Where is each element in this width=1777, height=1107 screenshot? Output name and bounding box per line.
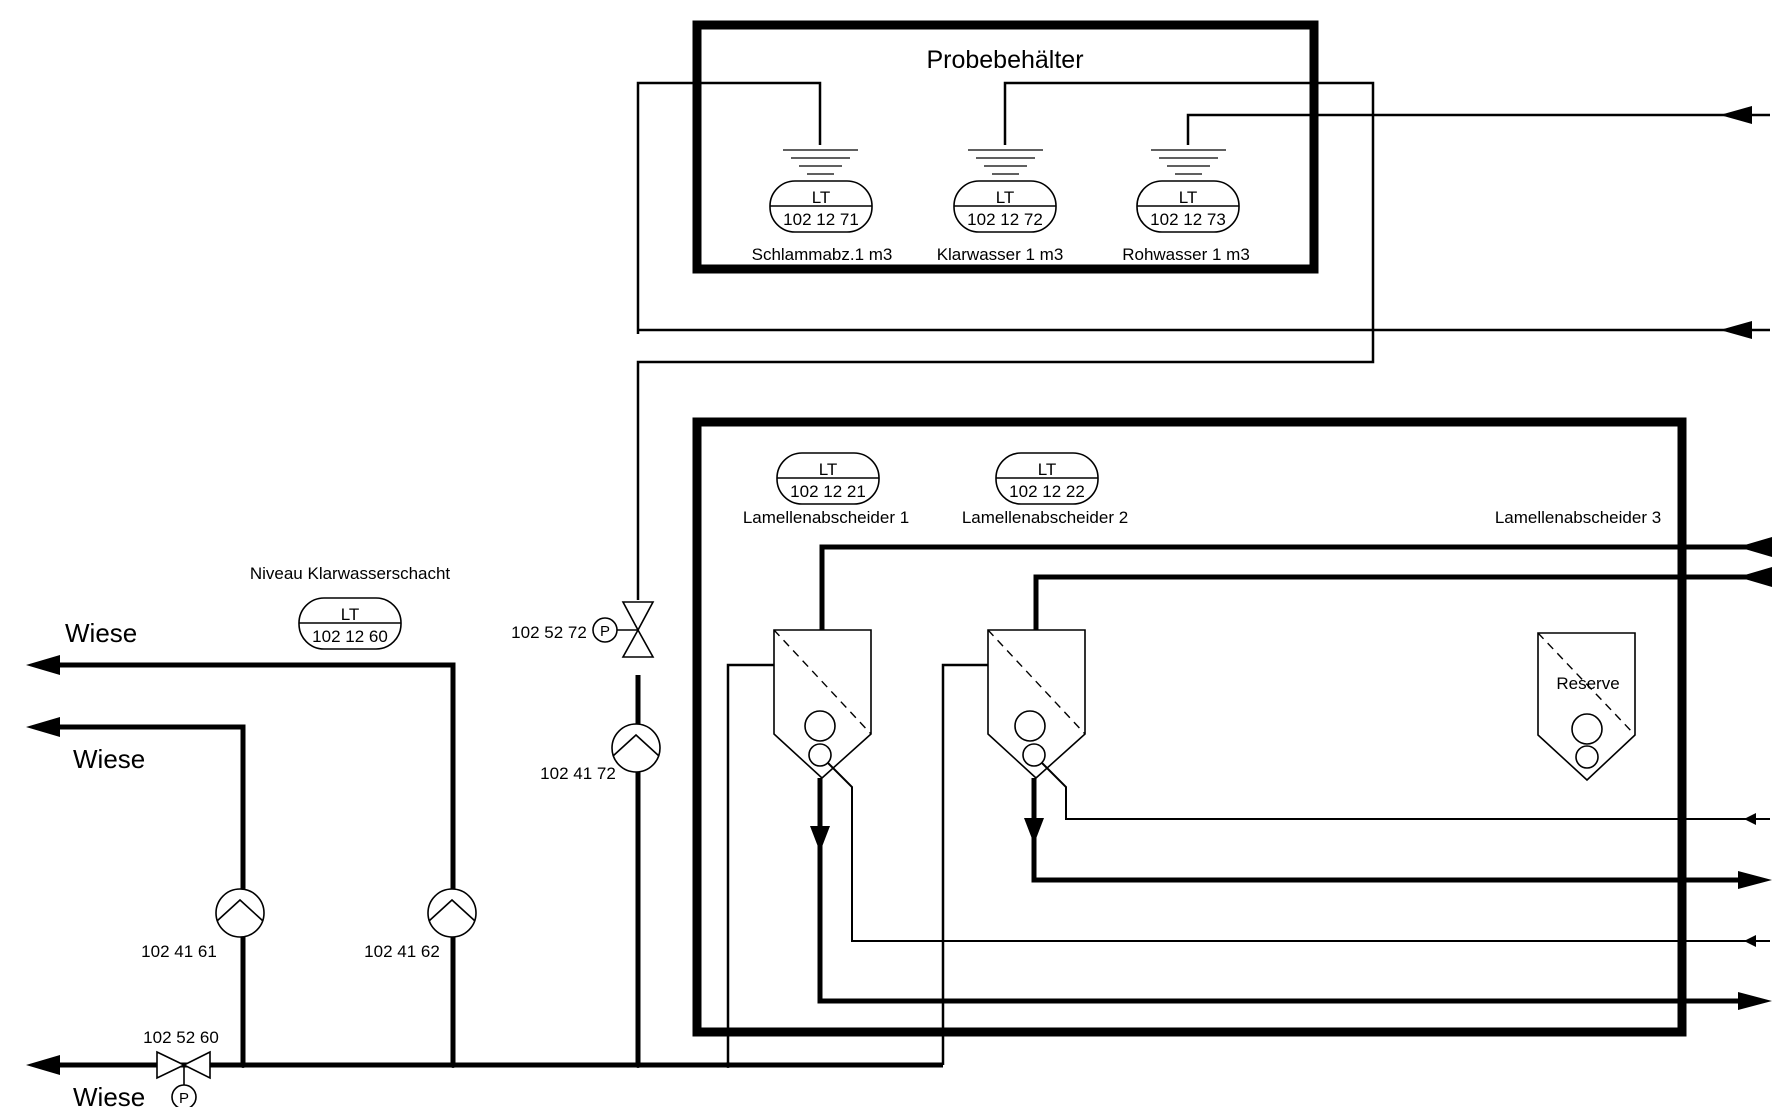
arrow-icon — [1720, 106, 1752, 124]
valve-102-52-72: P — [592, 601, 655, 658]
pump-label-72: 102 41 72 — [540, 764, 616, 783]
inlet-line-sep2 — [1033, 574, 1770, 634]
svg-text:P: P — [600, 623, 610, 640]
junction-dot — [240, 1062, 246, 1068]
svg-text:102 12 73: 102 12 73 — [1150, 210, 1226, 229]
arrow-icon — [1024, 818, 1044, 844]
label-lam3: Lamellenabscheider 3 — [1495, 508, 1661, 527]
level-line-roh — [1186, 113, 1770, 145]
air-line-sep1 — [827, 762, 1770, 942]
lt-bubble-schacht: LT 102 12 60 — [298, 597, 402, 650]
junction-dot — [725, 1062, 731, 1068]
svg-text:LT: LT — [996, 188, 1015, 207]
svg-text:LT: LT — [819, 460, 838, 479]
pump-102-41-62 — [427, 888, 477, 938]
junction-dot — [450, 1062, 456, 1068]
svg-text:P: P — [179, 1090, 189, 1107]
liquid-surface-icon — [783, 149, 1226, 175]
pump-line-61-out — [60, 724, 246, 890]
overflow-line-sep2 — [941, 663, 988, 1065]
arrow-icon — [1720, 321, 1752, 339]
lamellen-separator-1 — [773, 629, 872, 780]
arrow-icon — [26, 1055, 60, 1075]
svg-text:102 12 71: 102 12 71 — [783, 210, 859, 229]
air-line-sep2 — [1041, 762, 1770, 820]
junction-dot — [635, 1062, 641, 1068]
sludge-outlet-sep2 — [1031, 778, 1740, 883]
probebehaelter-tank — [692, 20, 1319, 274]
lamellen-basin — [692, 417, 1687, 1037]
sludge-outlet-sep1 — [817, 778, 1740, 1004]
pump-102-41-61 — [215, 888, 265, 938]
svg-text:102 12 60: 102 12 60 — [312, 627, 388, 646]
lamellen-separator-3: Reserve — [1537, 632, 1636, 782]
svg-text:102 12 72: 102 12 72 — [967, 210, 1043, 229]
svg-text:102 12 22: 102 12 22 — [1009, 482, 1085, 501]
pump-label-62: 102 41 62 — [364, 942, 440, 961]
svg-text:LT: LT — [341, 605, 360, 624]
inlet-line-sep1 — [819, 544, 1770, 634]
pump-102-41-72 — [611, 723, 661, 773]
svg-text:LT: LT — [812, 188, 831, 207]
label-roh: Rohwasser 1 m3 — [1122, 245, 1250, 264]
arrow-icon — [1738, 992, 1772, 1010]
label-lam2: Lamellenabscheider 2 — [962, 508, 1128, 527]
lt-bubble-schlamm: LT 102 12 71 — [769, 180, 873, 233]
arrow-icon — [1738, 567, 1772, 587]
arrow-icon — [1744, 813, 1756, 825]
lt-bubble-klar: LT 102 12 72 — [953, 180, 1057, 233]
arrow-icon — [26, 655, 60, 675]
outlet-label-wiese-3: Wiese — [73, 1082, 145, 1107]
arrow-icon — [1738, 537, 1772, 557]
label-schacht: Niveau Klarwasserschacht — [250, 564, 451, 583]
level-line-klar — [636, 81, 1375, 600]
outlet-label-wiese-1: Wiese — [65, 618, 137, 648]
arrow-icon — [1744, 935, 1756, 947]
label-schlamm: Schlammabz.1 m3 — [752, 245, 893, 264]
svg-text:LT: LT — [1179, 188, 1198, 207]
lt-bubble-lam2: LT 102 12 22 — [995, 452, 1099, 505]
valve-label-v60: 102 52 60 — [143, 1028, 219, 1047]
pump-label-61: 102 41 61 — [141, 942, 217, 961]
arrow-icon — [26, 717, 60, 737]
valve-label-v72: 102 52 72 — [511, 623, 587, 642]
lt-bubble-lam1: LT 102 12 21 — [776, 452, 880, 505]
svg-text:LT: LT — [1038, 460, 1057, 479]
pump-line-62-out — [60, 662, 456, 890]
arrow-icon — [810, 826, 830, 852]
outlet-label-wiese-2: Wiese — [73, 744, 145, 774]
svg-text:Reserve: Reserve — [1556, 674, 1619, 693]
label-lam1: Lamellenabscheider 1 — [743, 508, 909, 527]
probebehaelter-title: Probebehälter — [926, 46, 1083, 74]
lamellen-separator-2 — [987, 629, 1086, 780]
svg-text:102 12 21: 102 12 21 — [790, 482, 866, 501]
label-klar: Klarwasser 1 m3 — [937, 245, 1064, 264]
arrow-icon — [1738, 871, 1772, 889]
lt-bubble-roh: LT 102 12 73 — [1136, 180, 1240, 233]
overflow-line-sep1 — [726, 663, 774, 1065]
level-line-schlamm — [636, 81, 822, 334]
valve-102-52-60: P — [156, 1050, 211, 1107]
